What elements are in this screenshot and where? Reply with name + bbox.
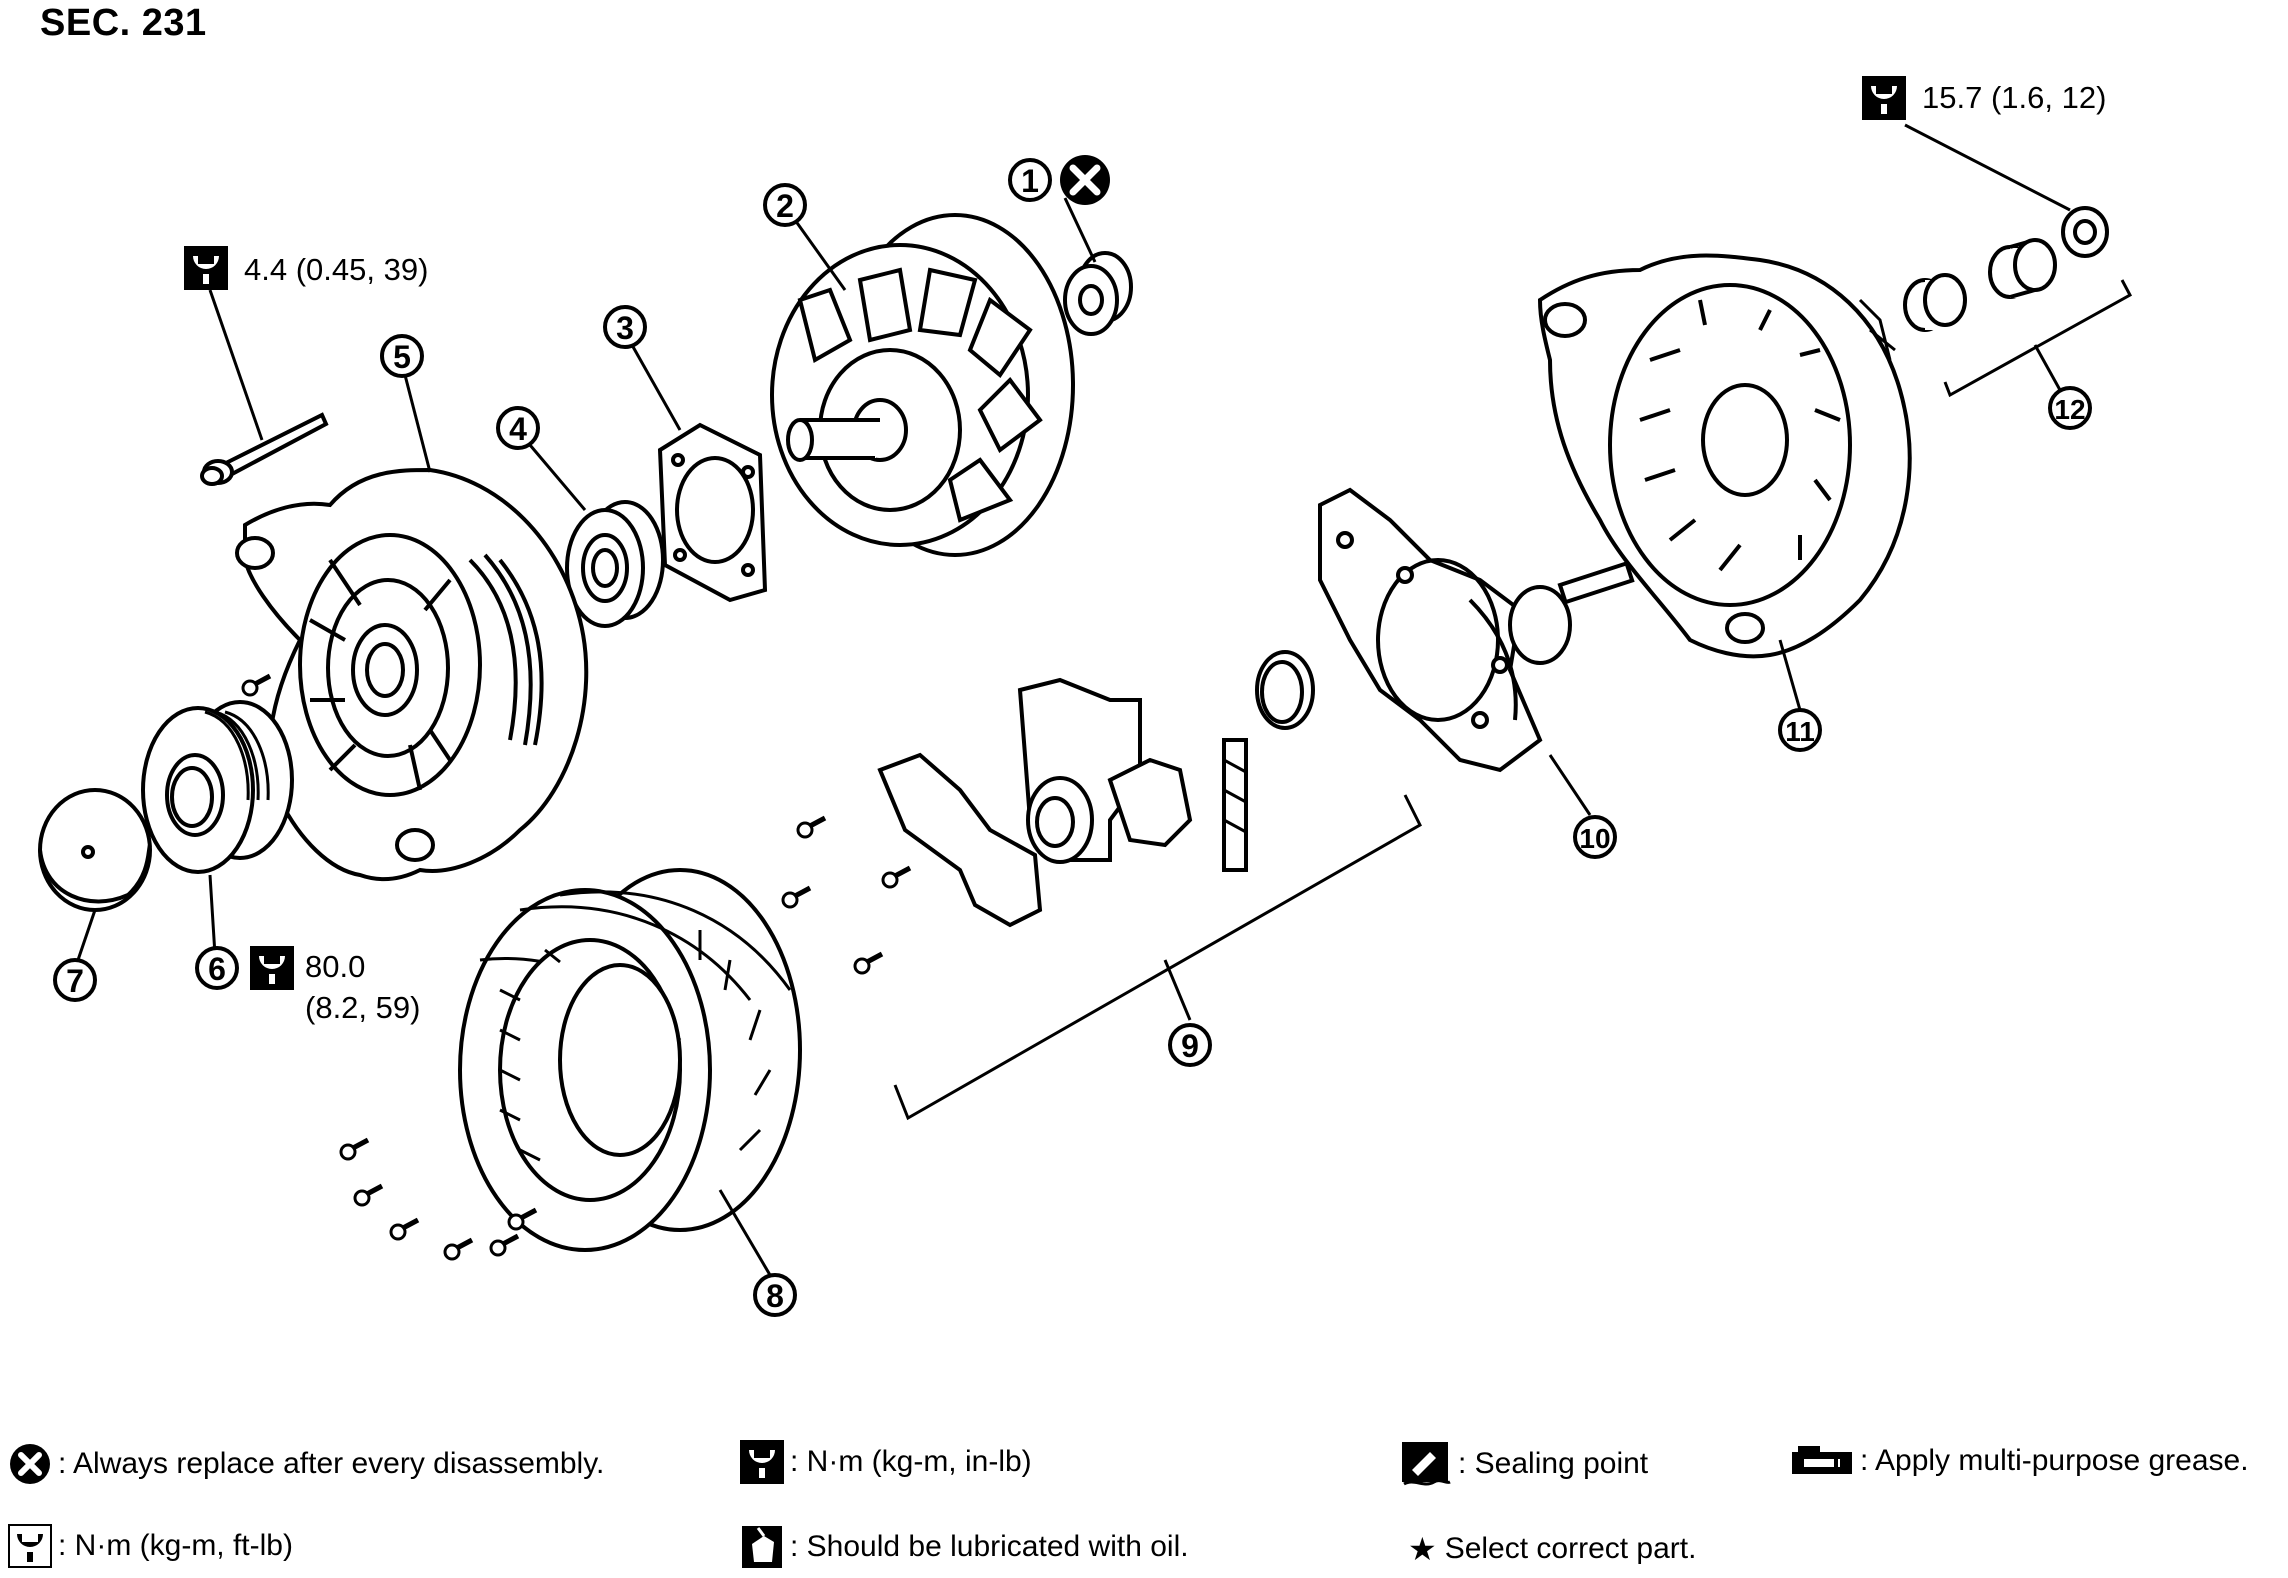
- snap-ring: [1255, 650, 1315, 730]
- callout-5: 5: [380, 334, 424, 378]
- stator-screw-5: [491, 1236, 518, 1255]
- callout-2-text: 2: [776, 188, 794, 224]
- callout-6: 6: [195, 946, 239, 990]
- callout-10-text: 10: [1579, 823, 1610, 854]
- sealing-point-icon: [1402, 1442, 1451, 1486]
- regulator-screw-3: [783, 888, 810, 907]
- callout-11-text: 11: [1785, 716, 1815, 747]
- torque-wrench-icon: [8, 1524, 52, 1568]
- part-1-sleeve: [1063, 251, 1133, 336]
- legend-always-replace-text: : Always replace after every disassembly…: [58, 1447, 605, 1480]
- torque-wrench-icon-terminal: [1862, 76, 1906, 120]
- through-bolt: [200, 412, 329, 486]
- callout-5-text: 5: [393, 339, 411, 375]
- legend-select-part-text: Select correct part.: [1444, 1532, 1697, 1565]
- regulator-screw-1: [798, 818, 825, 837]
- legend-lubricate-oil-text: : Should be lubricated with oil.: [790, 1530, 1189, 1563]
- callout-8: 8: [753, 1273, 797, 1317]
- oil-can-icon: [742, 1526, 782, 1568]
- stator-screw-4: [445, 1240, 472, 1259]
- callout-4: 4: [496, 406, 540, 450]
- callout-1: 1: [1008, 158, 1052, 202]
- torque-pulley-line2: (8.2, 59): [305, 990, 420, 1025]
- legend-select-part: ★ Select correct part.: [1408, 1530, 1696, 1568]
- part-3-retainer-plate: [657, 422, 768, 603]
- legend-nm-in-lb-text: : N·m (kg-m, in-lb): [790, 1445, 1032, 1478]
- replace-x-icon: [10, 1444, 50, 1484]
- callout-2: 2: [763, 183, 807, 227]
- torque-wrench-icon: [740, 1440, 784, 1484]
- callout-7: 7: [53, 958, 97, 1002]
- callout-11: 11: [1778, 708, 1822, 752]
- callout-9: 9: [1168, 1023, 1212, 1067]
- callout-3-text: 3: [616, 310, 634, 346]
- grease-icon: [1792, 1446, 1852, 1474]
- torque-pulley-line1: 80.0: [305, 949, 365, 984]
- part-6-pulley: [141, 700, 294, 874]
- legend-grease: : Apply multi-purpose grease.: [1790, 1444, 2249, 1478]
- callout-3: 3: [603, 305, 647, 349]
- part-7-cap: [38, 788, 152, 912]
- bracket-12: [1943, 279, 2133, 398]
- bracket-screw: [243, 676, 270, 695]
- legend-nm-ft-lb-text: : N·m (kg-m, ft-lb): [58, 1529, 293, 1562]
- part-10-rectifier: [1318, 487, 1635, 773]
- exploded-diagram: 1 2: [38, 76, 2133, 1317]
- part-8-stator: [458, 868, 802, 1252]
- part-12-terminal-set: [1903, 206, 2109, 332]
- callout-1-text: 1: [1021, 163, 1039, 199]
- regulator-screw-4: [855, 954, 882, 973]
- legend-sealing-point-text: : Sealing point: [1458, 1447, 1649, 1480]
- legend-always-replace: : Always replace after every disassembly…: [8, 1442, 604, 1486]
- callout-7-text: 7: [66, 963, 84, 999]
- part-2-rotor: [770, 213, 1075, 557]
- legend-lubricate-oil: : Should be lubricated with oil.: [740, 1524, 1189, 1570]
- replace-x-icon: [1060, 155, 1110, 205]
- section-label: SEC. 231: [40, 2, 207, 44]
- star-icon: ★: [1408, 1531, 1437, 1567]
- legend-sealing-point: : Sealing point: [1400, 1440, 1648, 1488]
- torque-bolt-top-left: 4.4 (0.45, 39): [244, 252, 428, 287]
- part-5-front-bracket: [235, 467, 589, 882]
- regulator-screw-2: [883, 868, 910, 887]
- part-11-rear-bracket: [1537, 253, 1912, 659]
- callout-9-text: 9: [1181, 1028, 1199, 1064]
- callout-12-text: 12: [2054, 394, 2085, 425]
- callout-8-text: 8: [766, 1278, 784, 1314]
- bracket-9: [893, 794, 1422, 1121]
- part-9-regulator-assembly: [877, 677, 1248, 928]
- legend-nm-in-lb: : N·m (kg-m, in-lb): [740, 1440, 1032, 1484]
- callout-12: 12: [2048, 386, 2092, 430]
- torque-wrench-icon-pulley: [250, 946, 294, 990]
- stator-screw-1: [341, 1140, 368, 1159]
- stator-screw-3: [391, 1220, 418, 1239]
- stator-screw-2: [355, 1186, 382, 1205]
- part-4-bearing: [565, 500, 665, 628]
- callout-6-text: 6: [208, 951, 226, 987]
- torque-terminal-nut: 15.7 (1.6, 12): [1922, 80, 2106, 115]
- legend-nm-ft-lb: : N·m (kg-m, ft-lb): [8, 1524, 293, 1568]
- torque-wrench-icon: [184, 246, 228, 290]
- legend-grease-text: : Apply multi-purpose grease.: [1860, 1444, 2249, 1477]
- callout-10: 10: [1573, 815, 1617, 859]
- callout-4-text: 4: [509, 411, 527, 447]
